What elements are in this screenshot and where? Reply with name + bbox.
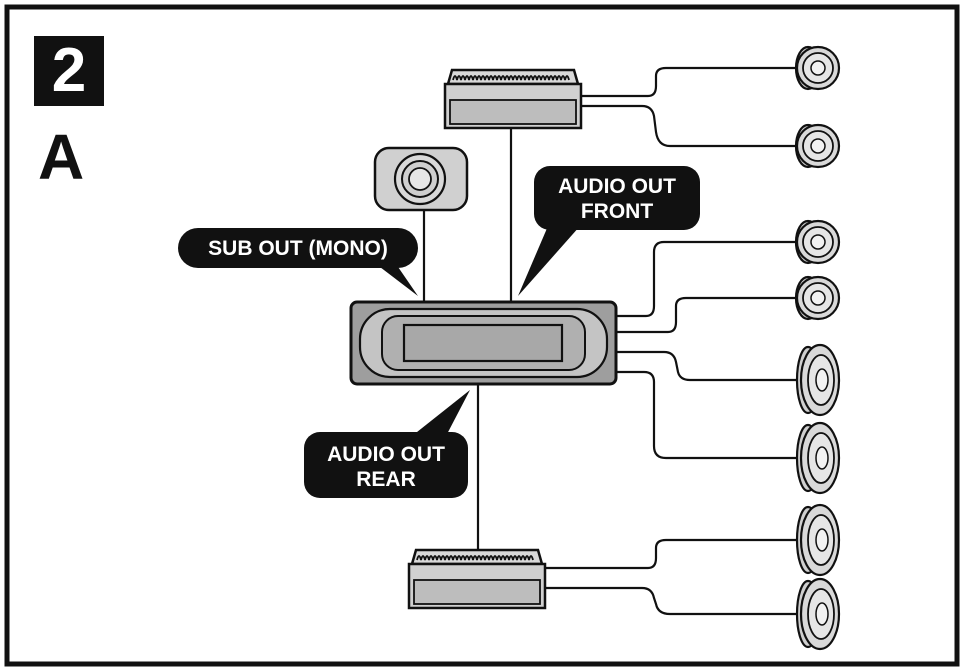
wires xyxy=(422,66,800,616)
speaker-oval-2 xyxy=(795,421,841,495)
audio-out-front-line1: AUDIO OUT xyxy=(558,175,676,198)
audio-out-rear-line2: REAR xyxy=(356,468,416,491)
speaker-oval-4 xyxy=(795,577,841,651)
speaker-round-4 xyxy=(794,275,841,321)
section-letter: A xyxy=(38,121,85,193)
speaker-round-2 xyxy=(794,123,841,169)
head-unit xyxy=(349,300,618,386)
audio-out-front-line2: FRONT xyxy=(581,200,653,223)
speaker-round-3 xyxy=(794,219,841,265)
step-number-badge: 2 xyxy=(34,36,104,106)
callout-sub-out: SUB OUT (MONO) xyxy=(178,228,418,296)
front-amplifier xyxy=(443,68,583,130)
subwoofer xyxy=(373,146,469,212)
callout-audio-out-front: AUDIO OUT FRONT xyxy=(518,166,700,296)
rear-amplifier xyxy=(407,548,547,610)
sub-out-label: SUB OUT (MONO) xyxy=(208,237,388,260)
diagram-border xyxy=(4,4,960,667)
speaker-oval-3 xyxy=(795,503,841,577)
audio-out-rear-line1: AUDIO OUT xyxy=(327,443,445,466)
speaker-oval-1 xyxy=(795,343,841,417)
speaker-round-1 xyxy=(794,45,841,91)
callout-audio-out-rear: AUDIO OUT REAR xyxy=(304,390,470,498)
